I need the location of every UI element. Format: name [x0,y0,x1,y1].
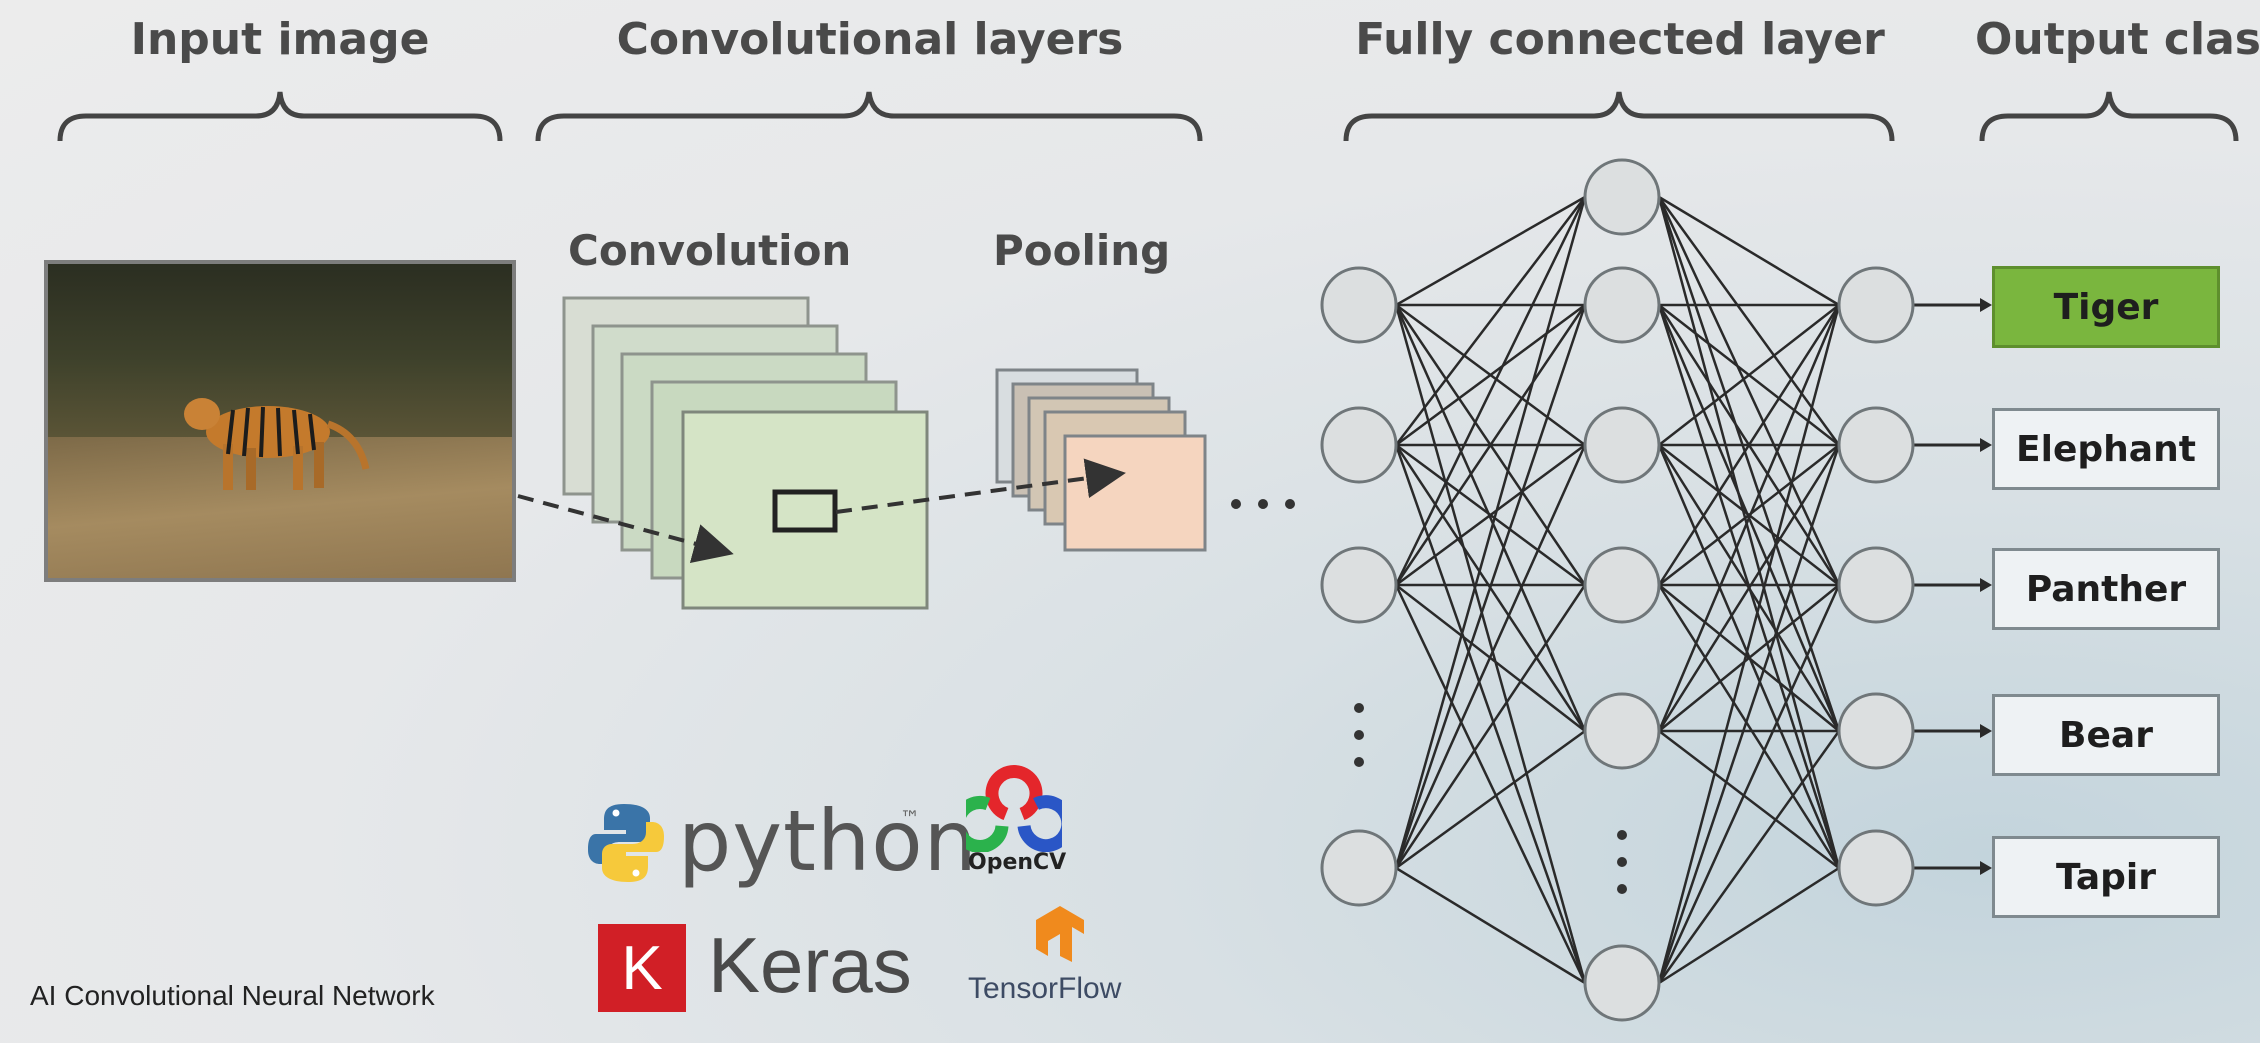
python-logo-icon [588,804,664,882]
tensorflow-logo-icon [1036,906,1084,962]
dashed-arrow-input-to-conv [517,494,734,563]
connection-line [1394,584,1587,984]
connection-line [1657,304,1841,732]
connection-line [1658,195,1840,307]
connection-line [1395,303,1586,447]
vertical-ellipsis-dot [1617,884,1627,894]
output-arrow-head [1980,861,1992,875]
fully-connected-network [1320,158,1992,1022]
neuron [1837,266,1915,344]
connection-line [1658,304,1840,446]
neuron [1320,266,1398,344]
connection-line [1657,196,1841,869]
connection-line [1658,866,1840,985]
connection-line [1394,304,1587,586]
connection-line [1657,196,1841,732]
connection-line [1657,196,1841,446]
connection-line [1657,730,1841,984]
connection-line [1395,866,1586,985]
connection-line [1657,196,1841,586]
connection-line [1394,584,1587,869]
keras-logo-text: Keras [708,921,912,1009]
connection-line [1394,196,1587,586]
connection-line [1394,304,1587,984]
conv-kernel-window [772,489,838,533]
conv-map-front [681,410,929,610]
python-trademark: ™ [900,806,920,830]
neuron [1583,266,1661,344]
connection-line [1394,304,1587,869]
tiger-figure [184,398,370,490]
brace-convolutional [535,91,1203,142]
vertical-ellipsis-dot [1354,757,1364,767]
ellipsis-dot [1258,499,1268,509]
neuron [1837,546,1915,624]
brace-input [57,91,503,142]
neuron [1583,158,1661,236]
output-arrow-head [1980,724,1992,738]
label-convolution: Convolution [568,226,852,275]
neuron [1837,406,1915,484]
label-pooling: Pooling [993,226,1171,275]
connection-line [1658,730,1840,869]
connection-line [1657,584,1841,984]
output-class-panther: Panther [1992,548,2220,630]
connection-line [1394,444,1587,984]
caption: AI Convolutional Neural Network [30,980,435,1011]
keras-logo-icon: K [598,924,686,1012]
connection-line [1657,444,1841,984]
neuron [1583,406,1661,484]
neuron [1837,829,1915,907]
dashed-arrow-conv-to-pool [835,458,1126,514]
connection-line [1394,304,1587,732]
vertical-ellipsis-dot [1617,830,1627,840]
ellipsis-dot [1231,499,1241,509]
input-image-tiger [44,260,516,582]
connection-line [1657,584,1841,869]
neuron [1320,406,1398,484]
keras-logo-letter: K [621,933,663,1003]
header-output-class: Output class [1975,14,2260,65]
neuron [1320,546,1398,624]
neuron [1837,692,1915,770]
output-class-elephant: Elephant [1992,408,2220,490]
ellipsis-dot [1285,499,1295,509]
neuron [1583,692,1661,770]
output-arrow-head [1980,578,1992,592]
connection-line [1657,304,1841,586]
vertical-ellipsis-dot [1354,730,1364,740]
opencv-logo-text: OpenCV [968,850,1067,875]
brace-output [1979,91,2239,142]
neuron [1583,546,1661,624]
python-logo-text: python [678,792,978,890]
connection-line [1657,444,1841,732]
output-class-tapir: Tapir [1992,836,2220,918]
pool-map-front [1063,434,1207,552]
network-connections [1394,195,1841,985]
feature-maps-diagram [517,296,1295,610]
connection-line [1394,196,1587,869]
connection-line [1395,196,1586,446]
header-input-image: Input image [130,14,430,65]
connection-line [1657,304,1841,984]
connection-line [1395,195,1586,307]
vertical-ellipsis-dot [1617,857,1627,867]
opencv-logo-icon [966,765,1062,852]
output-arrow-head [1980,438,1992,452]
connection-line [1395,443,1586,587]
output-class-tiger: Tiger [1992,266,2220,348]
vertical-ellipsis-dot [1354,703,1364,713]
tensorflow-logo-text: TensorFlow [968,972,1122,1005]
connection-line [1658,584,1840,732]
output-arrow-head [1980,298,1992,312]
connection-line [1395,729,1586,870]
header-fully-connected-layer: Fully connected layer [1355,14,1885,65]
neuron [1583,944,1661,1022]
connection-line [1394,444,1587,869]
neuron [1320,829,1398,907]
header-convolutional-layers: Convolutional layers [616,14,1124,65]
brace-fully-connected [1343,91,1895,142]
output-class-bear: Bear [1992,694,2220,776]
